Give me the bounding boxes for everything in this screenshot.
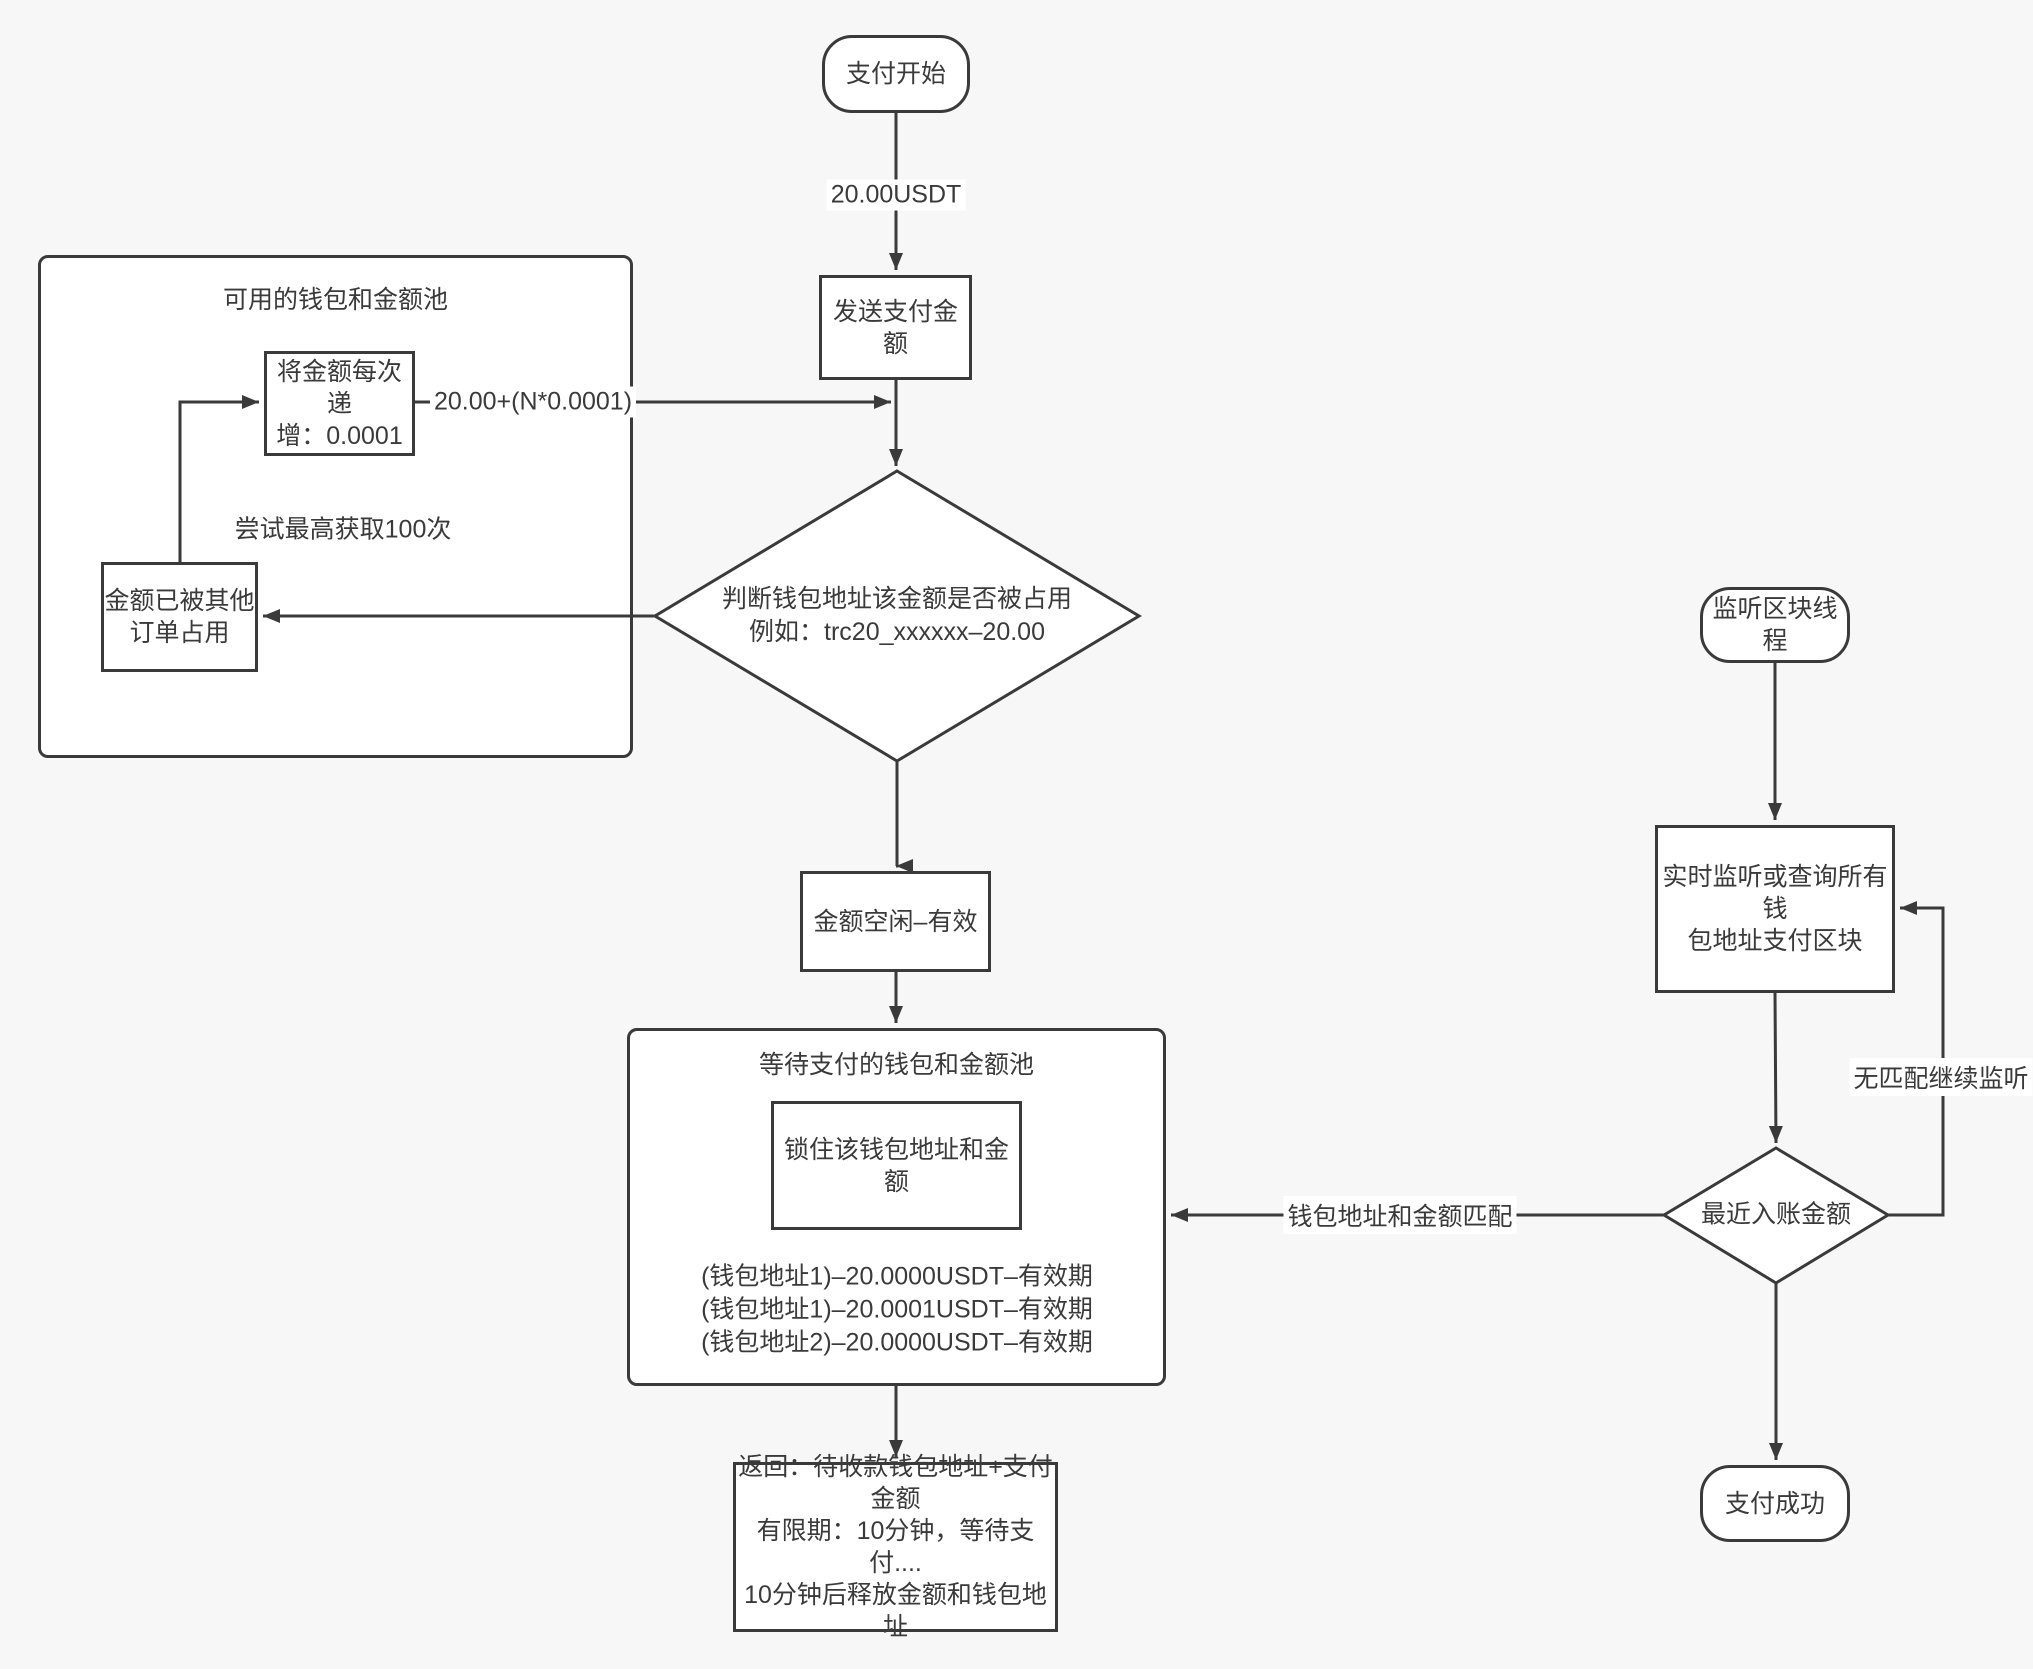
listener-label: 监听区块线程 [1712,595,1838,655]
free-amount-label: 金额空闲–有效 [813,907,978,936]
monitor-line1: 实时监听或查询所有钱 [1662,863,1888,923]
occupied-line2: 订单占用 [129,619,230,647]
occupied-line1: 金额已被其他 [104,587,255,615]
check-diamond-shape [652,469,1142,763]
lock-node: 锁住该钱包地址和金额 [771,1101,1022,1230]
check-line1: 判断钱包地址该金额是否被占用 [721,585,1073,613]
monitor-line2: 包地址支付区块 [1687,927,1863,955]
available-pool-container: 可用的钱包和金额池 [38,255,633,758]
check-line2: 例如：trc20_xxxxxx–20.00 [749,618,1045,646]
success-node: 支付成功 [1700,1465,1850,1542]
increment-line2: 增：0.0001 [276,421,403,450]
increment-line1: 将金额每次递 [276,357,402,418]
edge-check-free [895,761,913,873]
increment-node: 将金额每次递 增：0.0001 [264,351,415,456]
return-node: 返回：待收款钱包地址+支付金额 有限期：10分钟，等待支付.... 10分钟后释… [733,1453,1058,1641]
return-line1: 返回：待收款钱包地址+支付金额 [738,1453,1053,1513]
recent-diamond-text: 最近入账金额 [1700,1200,1852,1229]
occupied-node: 金额已被其他 订单占用 [101,562,258,672]
edge-monitor-recent [1768,992,1783,1144]
edge-label-increment-formula: 20.00+(N*0.0001) [429,386,637,418]
recent-diamond-shape [1661,1146,1891,1285]
edge-label-amount: 20.00USDT [826,179,966,211]
return-line3: 10分钟后释放金额和钱包地址 [744,1581,1047,1641]
lock-label: 锁住该钱包地址和金额 [783,1135,1009,1196]
listener-start-node: 监听区块线程 [1700,587,1850,663]
edge-label-no-match: 无匹配继续监听 [1849,1058,2033,1096]
edge-occupied-increment [178,395,259,562]
success-label: 支付成功 [1724,1489,1825,1518]
return-line2: 有限期：10分钟，等待支付.... [756,1517,1035,1577]
pool-entry: (钱包地址1)–20.0001USDT–有效期 [701,1295,1093,1324]
monitor-node: 实时监听或查询所有钱 包地址支付区块 [1655,825,1895,993]
retry-note: 尝试最高获取100次 [234,515,452,544]
send-amount-label: 发送支付金额 [832,297,958,358]
available-pool-title: 可用的钱包和金额池 [222,286,448,314]
start-label: 支付开始 [845,60,946,88]
start-node: 支付开始 [822,35,970,113]
send-amount-node: 发送支付金额 [819,275,972,380]
edge-label-match: 钱包地址和金额匹配 [1283,1196,1517,1234]
pool-entry: (钱包地址2)–20.0000USDT–有效期 [701,1328,1093,1357]
pool-entry: (钱包地址1)–20.0000USDT–有效期 [701,1262,1093,1291]
check-diamond-text: 判断钱包地址该金额是否被占用 例如：trc20_xxxxxx–20.00 [722,583,1072,649]
waiting-pool-title: 等待支付的钱包和金额池 [758,1051,1034,1079]
free-amount-node: 金额空闲–有效 [800,871,991,972]
